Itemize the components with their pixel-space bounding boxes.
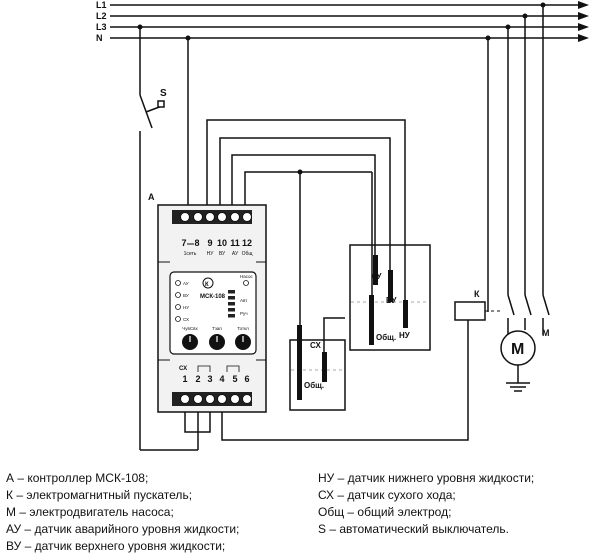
led-label-vu: ВУ bbox=[183, 293, 189, 298]
led-label-sx: СХ bbox=[183, 317, 189, 322]
legend-item: А – контроллер МСК-108; bbox=[6, 471, 149, 485]
sensor-label-sx: СХ bbox=[310, 341, 321, 350]
sensor-label-nu: НУ bbox=[399, 331, 411, 340]
contactor-coil bbox=[454, 38, 502, 325]
switch-label: S bbox=[160, 88, 167, 99]
bus-arrow-n bbox=[578, 34, 589, 42]
top-label-nu: НУ bbox=[207, 251, 215, 257]
terminal-top-8: 8 bbox=[194, 238, 199, 248]
wire-dry-run-sensor bbox=[323, 317, 345, 352]
electrode-vu bbox=[388, 270, 393, 302]
legend-item: К – электромагнитный пускатель; bbox=[6, 488, 193, 502]
led-label-pump: Насос bbox=[240, 274, 254, 279]
logo-icon bbox=[202, 277, 214, 289]
bottom-terminals bbox=[180, 394, 252, 404]
terminal-top-7: 7 bbox=[181, 238, 186, 248]
knob-label-on-delay: Тзап bbox=[212, 326, 222, 331]
contactor-label: К bbox=[474, 289, 480, 299]
sensor-label-vu: ВУ bbox=[386, 296, 397, 305]
controller-label: A bbox=[148, 192, 155, 202]
bus-arrow-l1 bbox=[578, 1, 589, 9]
legend-item: АУ – датчик аварийного уровня жидкости; bbox=[6, 522, 240, 536]
motor-circuit bbox=[500, 5, 550, 392]
legend-item: М – электродвигатель насоса; bbox=[6, 505, 174, 519]
terminal-top-11: 11 bbox=[230, 238, 240, 248]
terminal-bottom-1: 1 bbox=[182, 374, 187, 384]
bus-arrow-l3 bbox=[578, 23, 589, 31]
phase-label-n: N bbox=[96, 33, 103, 43]
legend-right: НУ – датчик нижнего уровня жидкости; СХ … bbox=[318, 470, 534, 538]
mode-label-auto: Авт bbox=[240, 298, 247, 303]
terminal-top-9: 9 bbox=[207, 238, 212, 248]
top-label-vu: ВУ bbox=[219, 251, 226, 257]
terminal-bottom-3: 3 bbox=[207, 374, 212, 384]
logo-icon-glyph: К bbox=[205, 282, 209, 288]
relay-contact-2 bbox=[226, 365, 240, 372]
legend-item: НУ – датчик нижнего уровня жидкости; bbox=[318, 471, 535, 485]
top-terminals bbox=[180, 212, 252, 222]
led-label-nu: НУ bbox=[183, 305, 189, 310]
led-nu bbox=[175, 304, 181, 310]
sensor-wiring-upper bbox=[206, 119, 406, 325]
bus-arrow-l2 bbox=[578, 12, 589, 20]
circuit-breaker-s bbox=[139, 27, 199, 451]
legend-item: S – автоматический выключатель. bbox=[318, 522, 509, 536]
terminal-bottom-4: 4 bbox=[219, 374, 224, 384]
sensor-label-common-lower: Общ. bbox=[304, 381, 324, 390]
electrode-dry-run bbox=[322, 352, 327, 382]
lower-tank bbox=[289, 325, 346, 411]
top-label-common: Общ bbox=[242, 251, 253, 257]
relay-contact-1 bbox=[197, 365, 211, 372]
led-pump bbox=[243, 280, 249, 286]
terminal-bottom-5: 5 bbox=[232, 374, 237, 384]
knob-label-sensitivity: ЧувСвх bbox=[182, 326, 198, 331]
led-label-au: АУ bbox=[183, 281, 189, 286]
legend-item: Общ – общий электрод; bbox=[318, 505, 452, 519]
top-label-network: 1сеть bbox=[184, 251, 197, 257]
motor-label: М bbox=[542, 328, 550, 338]
electrode-common-upper bbox=[369, 295, 374, 345]
bottom-wiring bbox=[184, 325, 469, 441]
led-vu bbox=[175, 292, 181, 298]
device-model-text: МСК-108 bbox=[200, 294, 226, 300]
legend-item: СХ – датчик сухого хода; bbox=[318, 488, 456, 502]
phase-label-l1: L1 bbox=[96, 0, 107, 10]
knob-label-off-delay: Тоткл bbox=[237, 326, 249, 331]
mode-label-manual: Руч bbox=[240, 311, 248, 316]
electrode-nu bbox=[403, 300, 408, 328]
top-label-au: АУ bbox=[232, 251, 239, 257]
terminal-top-12: 12 bbox=[242, 238, 252, 248]
phase-label-l2: L2 bbox=[96, 11, 107, 21]
legend-left: А – контроллер МСК-108; К – электромагни… bbox=[6, 470, 239, 555]
terminal-top-10: 10 bbox=[217, 238, 227, 248]
phase-label-l3: L3 bbox=[96, 22, 107, 32]
sensor-label-au: АУ bbox=[371, 272, 382, 281]
led-au bbox=[175, 280, 181, 286]
dip-switch-block[interactable] bbox=[228, 290, 235, 318]
motor-symbol-letter: M bbox=[511, 341, 524, 358]
led-sx bbox=[175, 316, 181, 322]
bottom-label-sx: СХ bbox=[179, 366, 187, 372]
terminal-bottom-2: 2 bbox=[195, 374, 200, 384]
sensor-label-common-upper: Общ. bbox=[376, 333, 396, 342]
terminal-bottom-6: 6 bbox=[244, 374, 249, 384]
upper-tank bbox=[349, 244, 431, 351]
electrode-au bbox=[373, 255, 378, 285]
wiring-diagram: L1 L2 L3 N S bbox=[96, 0, 589, 451]
legend-item: ВУ – датчик верхнего уровня жидкости; bbox=[6, 539, 226, 553]
electrode-common-lower bbox=[297, 325, 302, 400]
